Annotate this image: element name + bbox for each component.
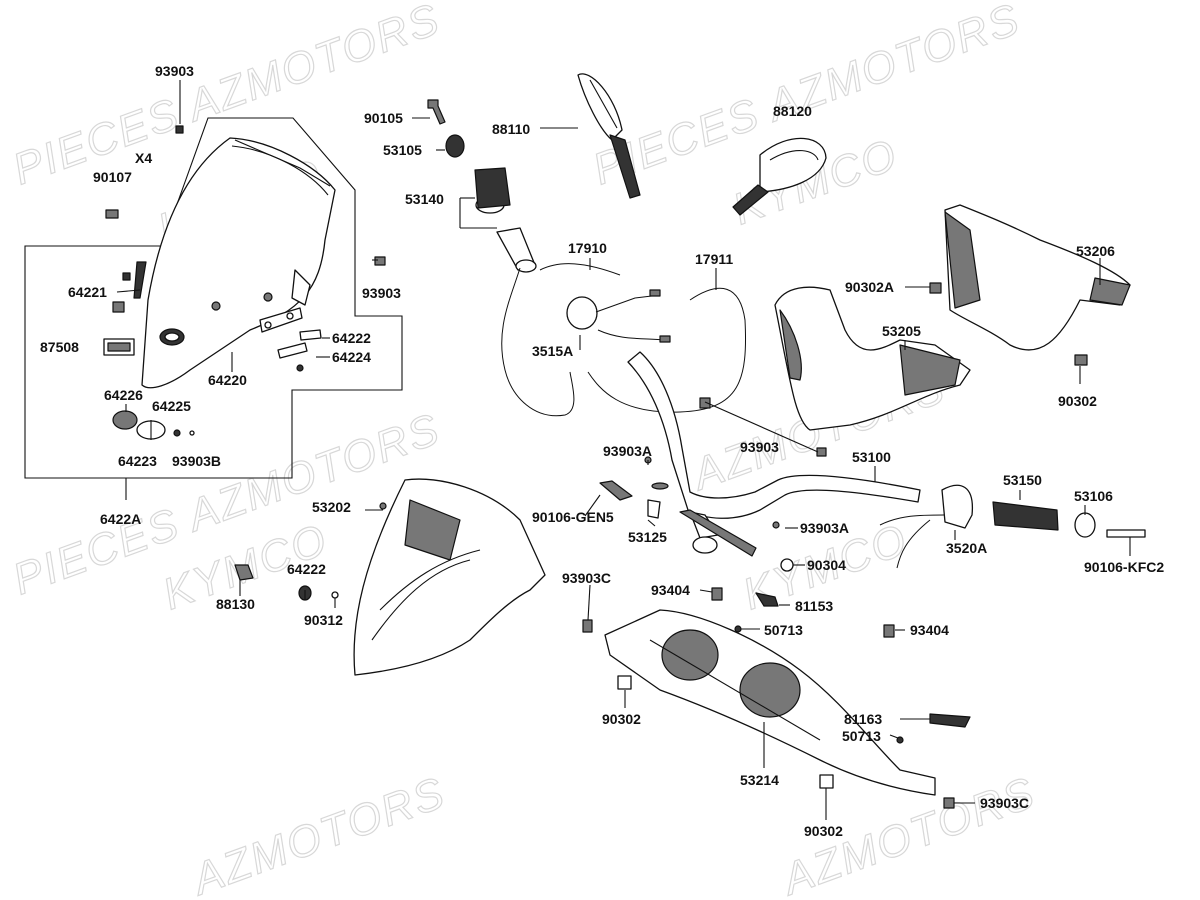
part-label: 64223 — [118, 453, 157, 469]
part-label: 93404 — [651, 582, 690, 598]
part-label: 90302A — [845, 279, 894, 295]
throttle-cables — [501, 263, 746, 417]
upper-cover-53206 — [944, 204, 1131, 351]
part-label: 88120 — [773, 103, 812, 119]
part-label: 6422A — [100, 511, 141, 527]
part-label: 90105 — [364, 110, 403, 126]
part-label: 87508 — [40, 339, 79, 355]
windscreen-part — [141, 137, 336, 389]
part-label: 93903 — [155, 63, 194, 79]
right-grip-parts — [879, 484, 1146, 569]
part-label: 90302 — [602, 711, 641, 727]
part-label: 53106 — [1074, 488, 1113, 504]
part-label: 53206 — [1076, 243, 1115, 259]
watermark: AZMOTORS — [184, 768, 452, 900]
part-label: 81163 — [844, 711, 882, 727]
part-label: 88130 — [216, 596, 255, 612]
part-label: 3520A — [946, 540, 987, 556]
part-label: 93903 — [362, 285, 401, 301]
part-label: 64220 — [208, 372, 247, 388]
part-label: 53205 — [882, 323, 921, 339]
part-label: 50713 — [842, 728, 881, 744]
part-label: 64225 — [152, 398, 191, 414]
part-label: 50713 — [764, 622, 803, 638]
windscreen-hardware — [103, 125, 386, 440]
part-labels: 93903 X4 90107 93903 64221 87508 64222 6… — [40, 63, 1164, 839]
front-cover-53202 — [353, 478, 546, 676]
part-label: 90106-KFC2 — [1084, 559, 1164, 575]
part-label: 88110 — [492, 121, 530, 137]
part-label: 90304 — [807, 557, 846, 573]
part-label: 81153 — [795, 598, 833, 614]
part-label: 64221 — [68, 284, 107, 300]
handlebar-part — [627, 351, 921, 557]
part-label: 64224 — [332, 349, 371, 365]
part-label: 53214 — [740, 772, 779, 788]
part-label: 90302 — [804, 823, 843, 839]
part-label: 53100 — [852, 449, 891, 465]
part-label: 93903C — [980, 795, 1029, 811]
part-label: 64222 — [287, 561, 326, 577]
part-label: 90106-GEN5 — [532, 509, 614, 525]
leader-lines — [116, 80, 1131, 820]
part-label: 90302 — [1058, 393, 1097, 409]
mirror-right — [732, 137, 827, 216]
part-label: 93903A — [800, 520, 849, 536]
upper-cover-53205 — [774, 286, 971, 431]
lower-cover-53214 — [604, 609, 936, 796]
part-label: 17910 — [568, 240, 607, 256]
part-label: 93903C — [562, 570, 611, 586]
part-label: 93404 — [910, 622, 949, 638]
part-label: 53140 — [405, 191, 444, 207]
misc-fasteners — [234, 282, 1088, 809]
part-label: 53105 — [383, 142, 422, 158]
part-label: 17911 — [695, 251, 733, 267]
part-label: 53150 — [1003, 472, 1042, 488]
part-label: 93903 — [740, 439, 779, 455]
part-label: 93903A — [603, 443, 652, 459]
left-grip-parts — [427, 99, 537, 273]
part-label: 64222 — [332, 330, 371, 346]
part-label: 53202 — [312, 499, 351, 515]
part-label: 90312 — [304, 612, 343, 628]
part-label: X4 — [135, 150, 152, 166]
windscreen-kit-outline — [24, 117, 403, 479]
part-label: 3515A — [532, 343, 573, 359]
part-label: 53125 — [628, 529, 667, 545]
part-label: 93903B — [172, 453, 221, 469]
part-label: 90107 — [93, 169, 132, 185]
mirror-left — [577, 73, 641, 199]
part-label: 64226 — [104, 387, 143, 403]
